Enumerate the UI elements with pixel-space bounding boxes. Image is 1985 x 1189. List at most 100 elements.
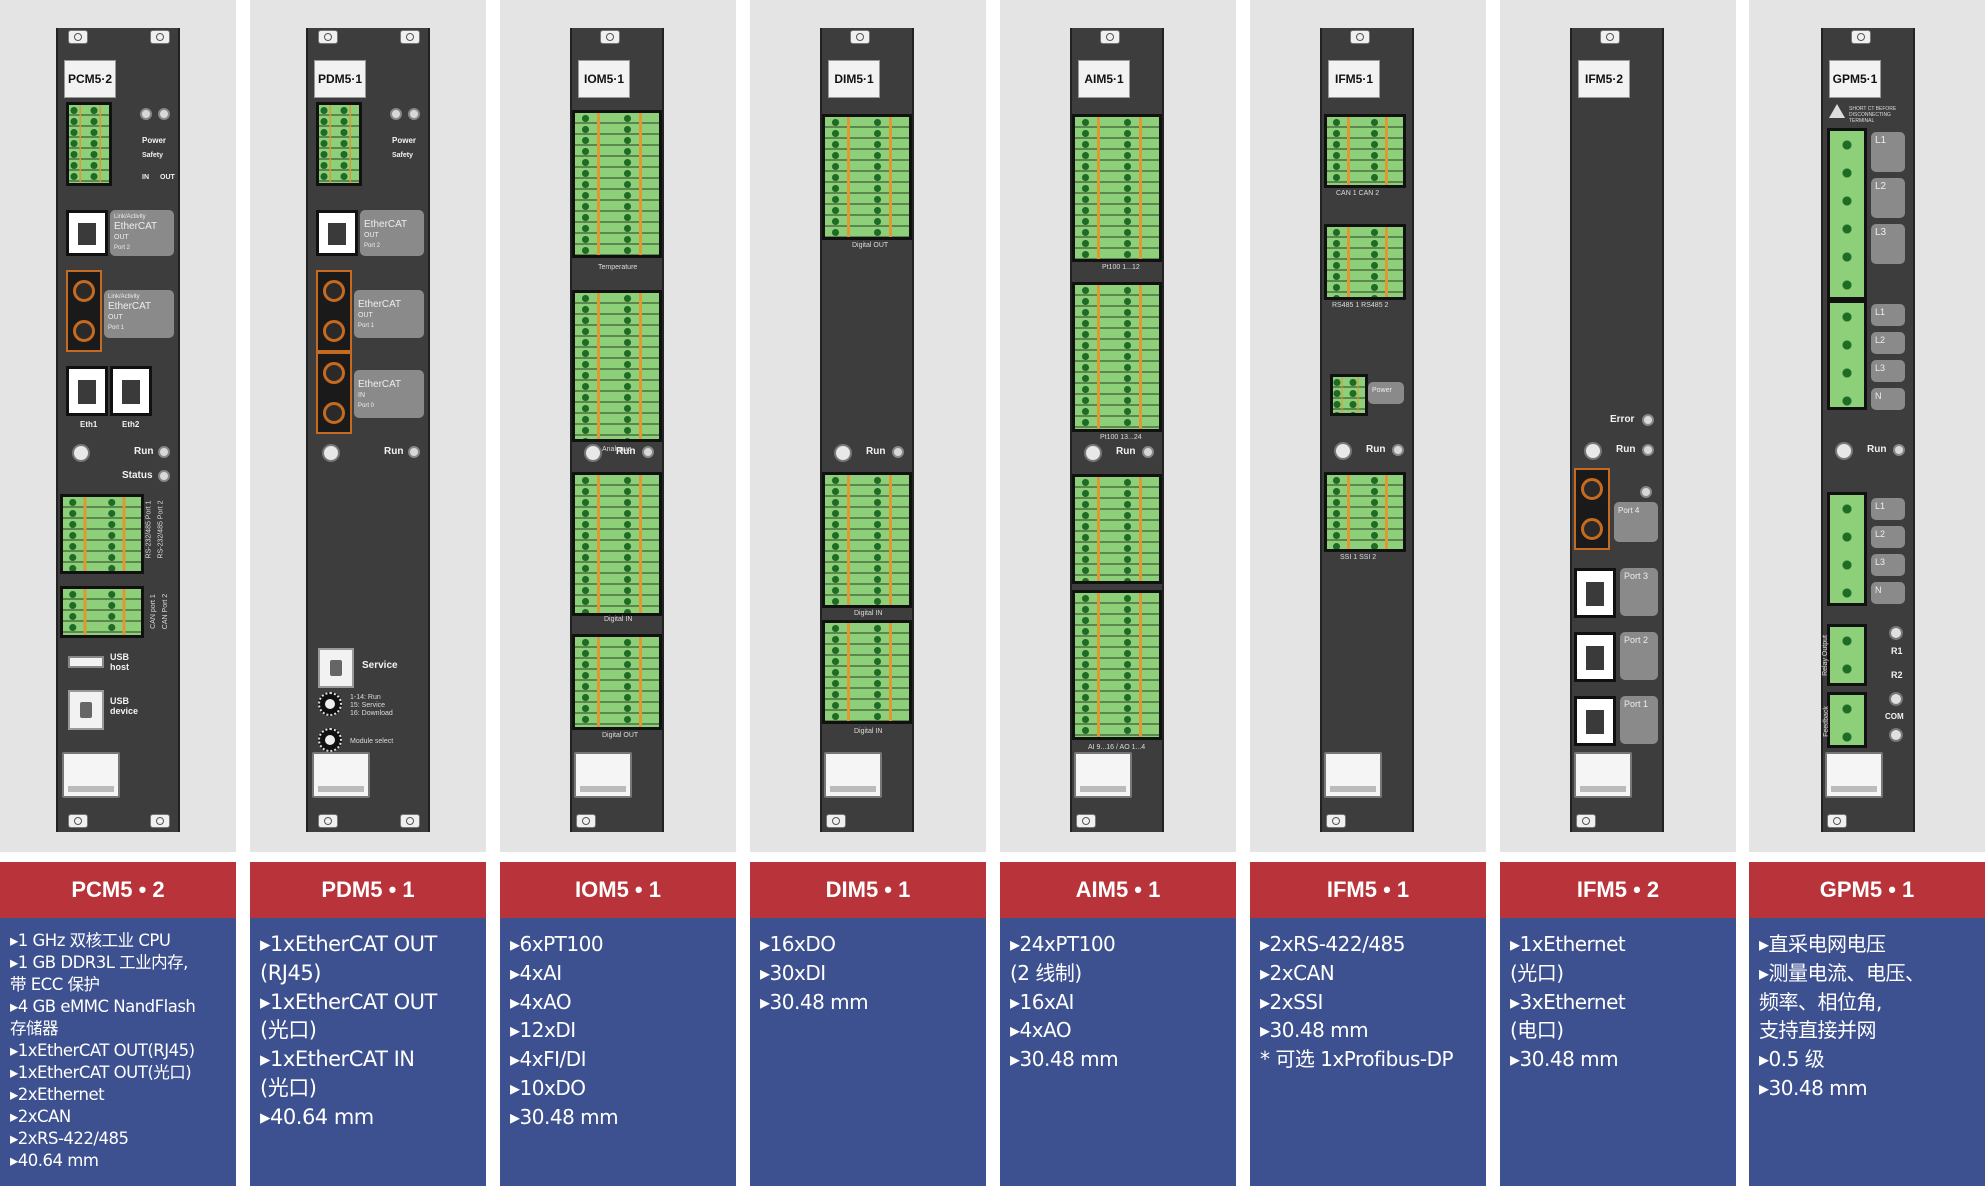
module-faceplate: IFM5·1 CAN 1 CAN 2 RS485 1 RS485 2 Power…: [1320, 28, 1414, 832]
com-label: COM: [1885, 712, 1904, 721]
digital-out-label: Digital OUT: [602, 732, 639, 739]
out-label: OUT: [160, 174, 175, 181]
module-select-dial-icon[interactable]: [318, 728, 342, 752]
ethercat-rj45-port[interactable]: [66, 210, 108, 256]
r2-label: R2: [1891, 670, 1903, 680]
feature-line: ▸直采电网电压: [1759, 932, 1886, 956]
module-faceplate: IOM5·1 Temperature Analogue Run Digital …: [570, 28, 664, 832]
module-faceplate: DIM5·1 Digital OUT Run Digital IN Digita…: [820, 28, 914, 832]
module-image-area: PCM5·2 Power Safety IN OUT Link/Activity…: [0, 0, 236, 852]
module-faceplate: GPM5·1 SHORT CT BEFORE DISCONNECTING TER…: [1821, 28, 1915, 832]
ai-ao-terminal: [1072, 590, 1162, 740]
warning-icon: [1829, 104, 1845, 118]
module-select-label: Module select: [350, 738, 394, 745]
usb-device-port[interactable]: [68, 690, 104, 730]
power-terminal: [1330, 374, 1368, 416]
module-label: PCM5·2: [64, 60, 116, 98]
power-terminal: [66, 102, 112, 186]
can-terminal: [1324, 114, 1406, 188]
usb-host-port[interactable]: [68, 656, 104, 668]
service-label: Service: [362, 660, 398, 671]
rs485-terminal: [1324, 224, 1406, 300]
ethercat-fiber-port[interactable]: [66, 270, 102, 352]
ssi-label: SSI 1 SSI 2: [1340, 554, 1377, 561]
run-led-icon: [1392, 444, 1404, 456]
feature-line: ▸1xEtherCAT IN: [260, 1047, 415, 1072]
ethercat-tag: EtherCAT OUT Port 2: [360, 210, 424, 256]
status-label: Status: [122, 470, 153, 481]
port2-rj45[interactable]: [1574, 632, 1616, 682]
in-label: IN: [142, 174, 149, 181]
reset-knob-icon: [584, 444, 602, 462]
feature-line: ▸24xPT100: [1010, 932, 1116, 956]
can-terminal: [60, 586, 144, 638]
l3-tag: L3: [1871, 224, 1905, 264]
relay-terminal: [1827, 624, 1867, 686]
mode-dial-icon[interactable]: [318, 692, 342, 716]
service-usb-port[interactable]: [318, 648, 354, 688]
l2-tag: L2: [1871, 526, 1905, 548]
reset-knob-icon: [1084, 444, 1102, 462]
led-icon: [158, 108, 170, 120]
module-image-area: IOM5·1 Temperature Analogue Run Digital …: [500, 0, 736, 852]
bottom-screw-icon: [150, 814, 170, 828]
module-features: ▸16xDO ▸30xDI ▸30.48 mm: [750, 918, 986, 1186]
feature-line: ▸12xDI: [510, 1018, 576, 1043]
temperature-label: Temperature: [598, 264, 638, 271]
module-card-pdm5-1[interactable]: PDM5·1 Power Safety EtherCAT OUT Port 2 …: [250, 0, 486, 1189]
module-features: ▸1xEthernet (光口) ▸3xEthernet (电口) ▸30.48…: [1500, 918, 1736, 1186]
pt100-label: Pt100 1...12: [1102, 264, 1140, 271]
feature-line: ▸4xAO: [1010, 1018, 1072, 1043]
ethercat-rj45-port[interactable]: [316, 210, 358, 256]
run-label: Run: [1867, 444, 1887, 455]
module-title: DIM5 • 1: [750, 862, 986, 918]
reset-knob-icon: [834, 444, 852, 462]
run-led-icon: [408, 446, 420, 458]
top-screw-icon: [1851, 30, 1871, 44]
top-screw-icon: [68, 30, 88, 44]
module-faceplate: AIM5·1 Pt100 1...12 Pt100 13...24 Run AI…: [1070, 28, 1164, 832]
module-card-ifm5-1[interactable]: IFM5·1 CAN 1 CAN 2 RS485 1 RS485 2 Power…: [1250, 0, 1486, 1189]
rs485-label: RS485 1 RS485 2: [1332, 302, 1389, 309]
digital-in-label: Digital IN: [854, 610, 883, 617]
feature-line: ▸16xAI: [1010, 989, 1074, 1014]
eth1-port[interactable]: [66, 366, 108, 416]
feedback-label: Feedback: [1822, 706, 1830, 737]
run-led-icon: [892, 446, 904, 458]
port4-fiber-port[interactable]: [1574, 468, 1610, 550]
module-image-area: DIM5·1 Digital OUT Run Digital IN Digita…: [750, 0, 986, 852]
module-label: DIM5·1: [828, 60, 880, 98]
module-card-ifm5-2[interactable]: IFM5·2 Error Run Port 4 Port 3 Port 2 Po…: [1500, 0, 1736, 1189]
module-title: PDM5 • 1: [250, 862, 486, 918]
rs-terminal: [60, 494, 144, 574]
top-screw-icon: [1100, 30, 1120, 44]
port3-rj45[interactable]: [1574, 568, 1616, 618]
module-card-pcm5-2[interactable]: PCM5·2 Power Safety IN OUT Link/Activity…: [0, 0, 236, 1189]
module-card-gpm5-1[interactable]: GPM5·1 SHORT CT BEFORE DISCONNECTING TER…: [1749, 0, 1985, 1189]
module-handle: [1074, 752, 1132, 798]
feature-line: (光口): [1510, 960, 1564, 985]
module-handle: [824, 752, 882, 798]
feature-line: * 可选 1xProfibus-DP: [1260, 1047, 1454, 1072]
port2-tag: Port 2: [1620, 632, 1658, 680]
l2-tag: L2: [1871, 332, 1905, 354]
eth2-port[interactable]: [110, 366, 152, 416]
led-icon: [140, 108, 152, 120]
module-card-aim5-1[interactable]: AIM5·1 Pt100 1...12 Pt100 13...24 Run AI…: [1000, 0, 1236, 1189]
port1-rj45[interactable]: [1574, 696, 1616, 746]
feature-line: ▸1xEtherCAT OUT(RJ45): [10, 1041, 195, 1060]
ethercat-fiber-port[interactable]: [316, 270, 352, 352]
feature-line: ▸0.5 级: [1759, 1047, 1825, 1072]
reset-knob-icon: [1584, 442, 1602, 460]
reset-knob-icon: [1334, 442, 1352, 460]
top-screw-icon: [600, 30, 620, 44]
feature-line: ▸30.48 mm: [760, 989, 869, 1014]
feature-line: 存储器: [10, 1019, 59, 1038]
ethercat-in-fiber-port[interactable]: [316, 352, 352, 434]
n-tag: N: [1871, 388, 1905, 410]
module-card-iom5-1[interactable]: IOM5·1 Temperature Analogue Run Digital …: [500, 0, 736, 1189]
module-card-dim5-1[interactable]: DIM5·1 Digital OUT Run Digital IN Digita…: [750, 0, 986, 1189]
feature-line: ▸40.64 mm: [10, 1151, 99, 1170]
pt100-terminal: [1072, 114, 1162, 262]
